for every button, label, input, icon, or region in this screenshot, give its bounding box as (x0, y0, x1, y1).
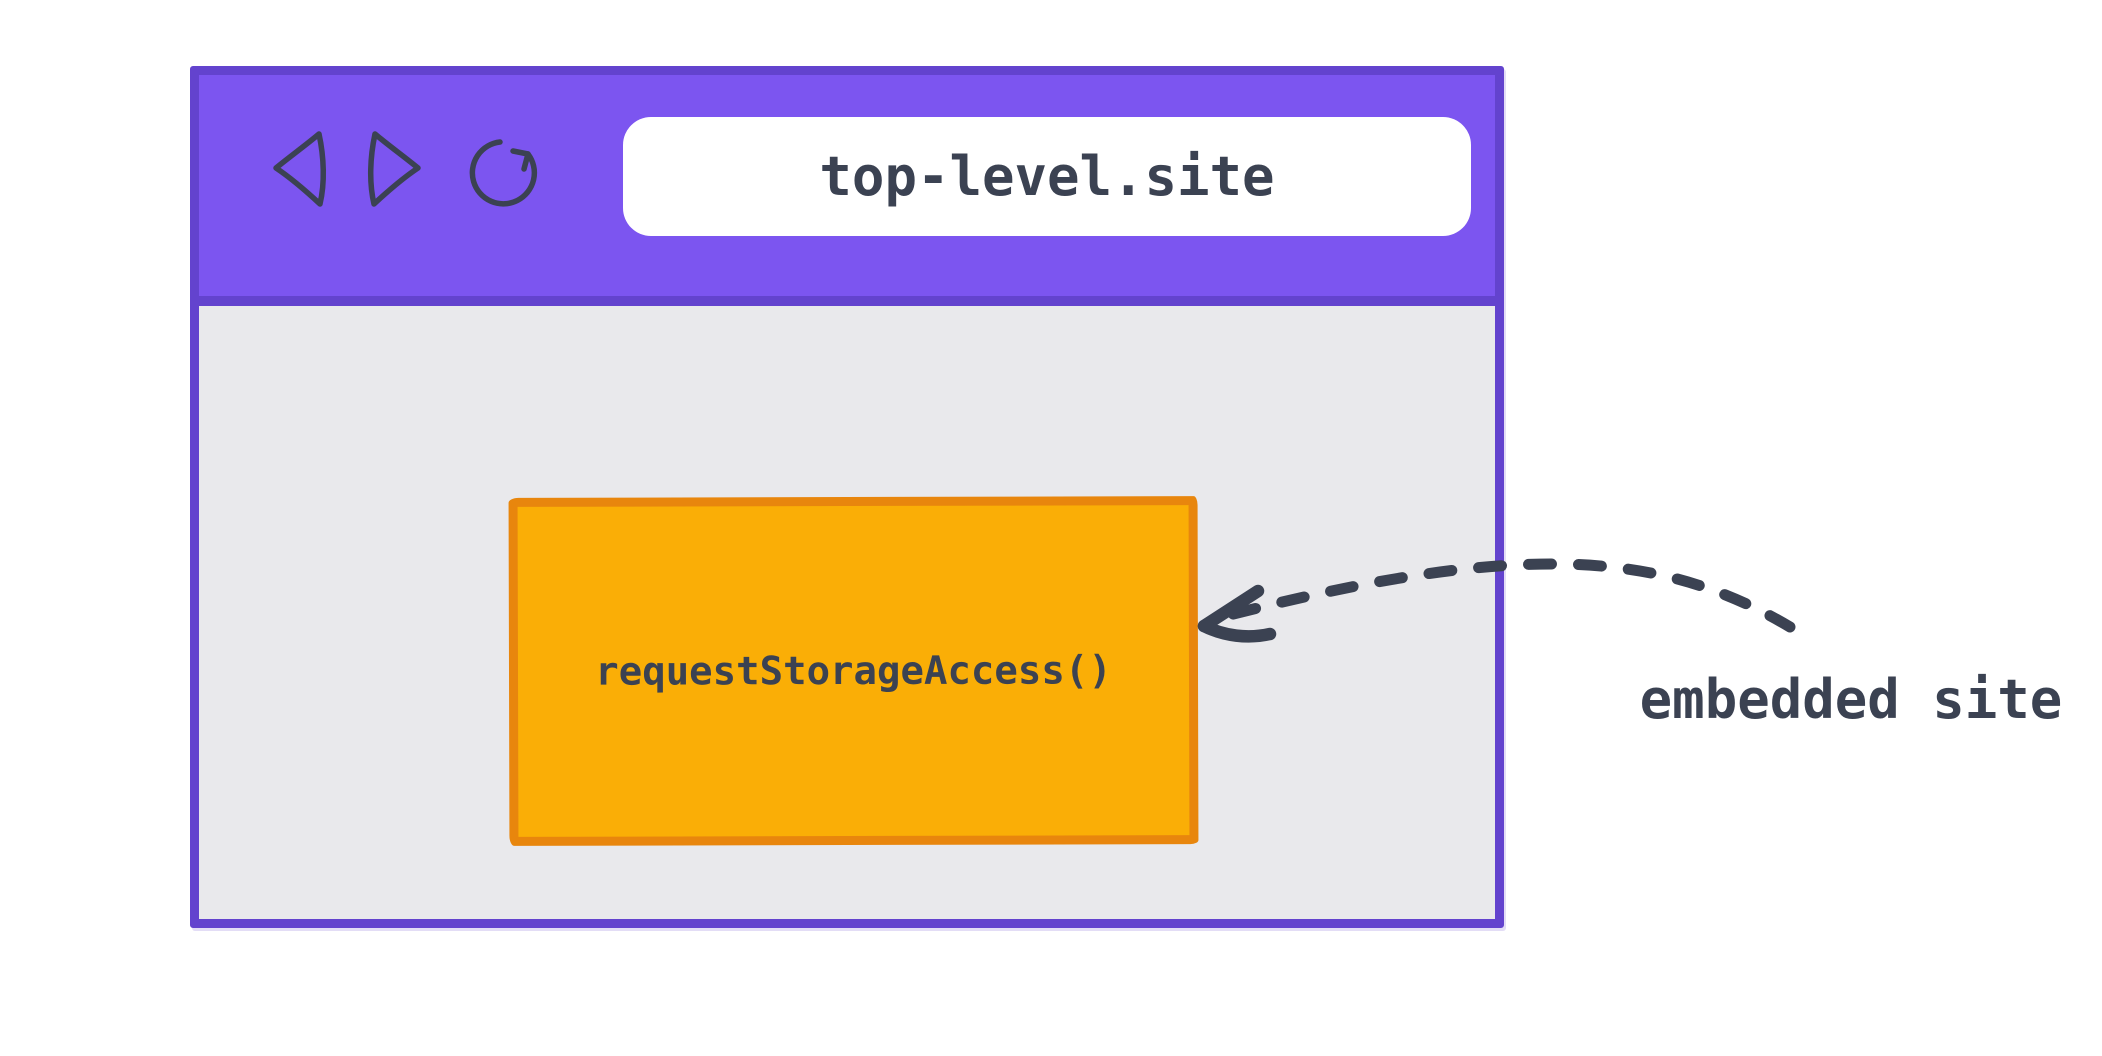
forward-icon (365, 127, 425, 211)
browser-content: requestStorageAccess() (199, 306, 1495, 919)
arrow-head-icon (1197, 584, 1277, 643)
embedded-site-label: embedded site (1639, 668, 2063, 731)
browser-window: top-level.site requestStorageAccess() (190, 66, 1504, 928)
embedded-iframe: requestStorageAccess() (508, 496, 1199, 846)
embedded-iframe-label: requestStorageAccess() (595, 647, 1112, 695)
dashed-arrow (1197, 558, 1796, 643)
address-bar-text: top-level.site (819, 145, 1275, 208)
back-icon (269, 127, 329, 211)
browser-toolbar: top-level.site (199, 75, 1495, 306)
toolbar-nav-icons (269, 127, 545, 211)
reload-icon (461, 127, 545, 211)
address-bar: top-level.site (623, 117, 1471, 236)
